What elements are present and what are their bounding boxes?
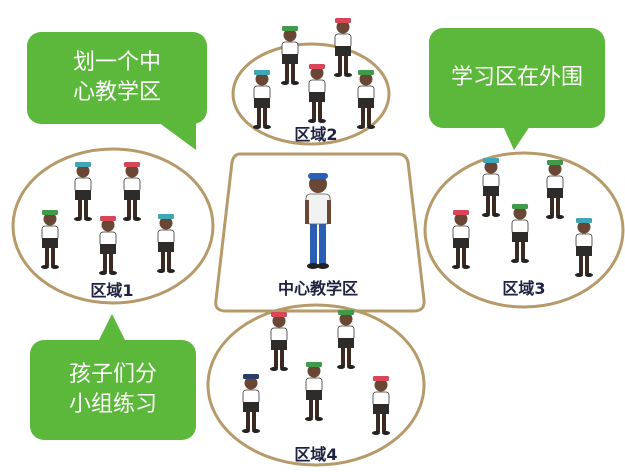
kid-figure xyxy=(252,69,272,130)
zone3-rope xyxy=(423,151,625,309)
kid-figure xyxy=(574,217,594,278)
kid-figure xyxy=(336,309,356,370)
kid-figure xyxy=(304,361,324,422)
zone1-label: 区域1 xyxy=(90,281,134,300)
bubble-outer-zones-text: 学习区在外围 xyxy=(450,65,583,90)
kid-figure xyxy=(481,157,501,218)
kid-figure xyxy=(241,373,261,434)
bubble-center-area-text: 划一个中 心教学区 xyxy=(72,50,161,105)
bubble-tail-bottom-left xyxy=(98,314,126,342)
kid-figure xyxy=(73,161,93,222)
bubble-group-practice-text: 孩子们分 小组练习 xyxy=(68,362,157,417)
kid-figure xyxy=(307,63,327,124)
zone2-rope xyxy=(231,42,391,146)
kid-figure xyxy=(40,209,60,270)
zone1-rope xyxy=(11,147,215,305)
kid-figure xyxy=(156,213,176,274)
kid-figure xyxy=(510,203,530,264)
center-zone-label: 中心教学区 xyxy=(277,279,358,298)
bubble-group-practice-tip: 孩子们分 小组练习 xyxy=(30,340,196,440)
kid-figure xyxy=(356,69,376,130)
center-rope xyxy=(214,152,426,313)
bubble-outer-zones-tip: 学习区在外围 xyxy=(429,28,605,128)
kid-figure xyxy=(545,159,565,220)
coach-figure xyxy=(305,173,331,269)
kid-figure xyxy=(122,161,142,222)
kid-figure xyxy=(371,375,391,436)
kid-figure xyxy=(451,209,471,270)
zone4-rope xyxy=(206,303,426,467)
bubble-tail-top-left xyxy=(158,122,196,150)
bubble-tail-top-right xyxy=(503,126,530,150)
kid-figure xyxy=(269,311,289,372)
kid-figure xyxy=(98,215,118,276)
kid-figure xyxy=(333,17,353,78)
bubble-center-area-tip: 划一个中 心教学区 xyxy=(27,32,207,124)
zone2-label: 区域2 xyxy=(294,125,338,144)
zone4-label: 区域4 xyxy=(294,445,338,464)
zone3-label: 区域3 xyxy=(502,279,546,298)
kid-figure xyxy=(280,25,300,86)
